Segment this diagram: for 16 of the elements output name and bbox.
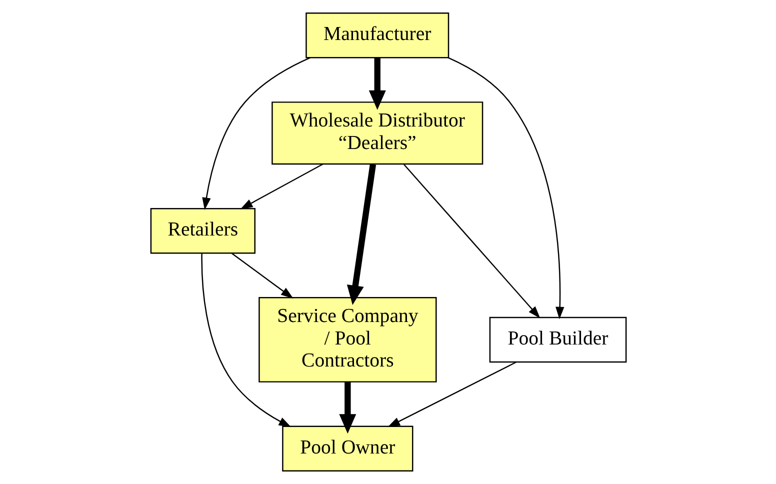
node-box: Wholesale Distributor “Dealers”	[271, 102, 483, 165]
node-box: Manufacturer	[305, 12, 449, 58]
arrow	[240, 164, 322, 210]
arrow	[202, 57, 310, 210]
node-box: Retailers	[150, 208, 255, 254]
arrow	[231, 252, 293, 299]
arrow	[338, 382, 356, 434]
arrow	[368, 58, 386, 110]
arrow	[346, 164, 376, 305]
node-box: Pool Builder	[488, 316, 626, 363]
arrow	[447, 57, 564, 320]
arrow	[403, 164, 540, 318]
node-box: Service Company / Pool Contractors	[258, 297, 436, 382]
node-box: Pool Owner	[282, 426, 413, 472]
arrow	[387, 362, 516, 428]
arrow	[200, 254, 291, 428]
